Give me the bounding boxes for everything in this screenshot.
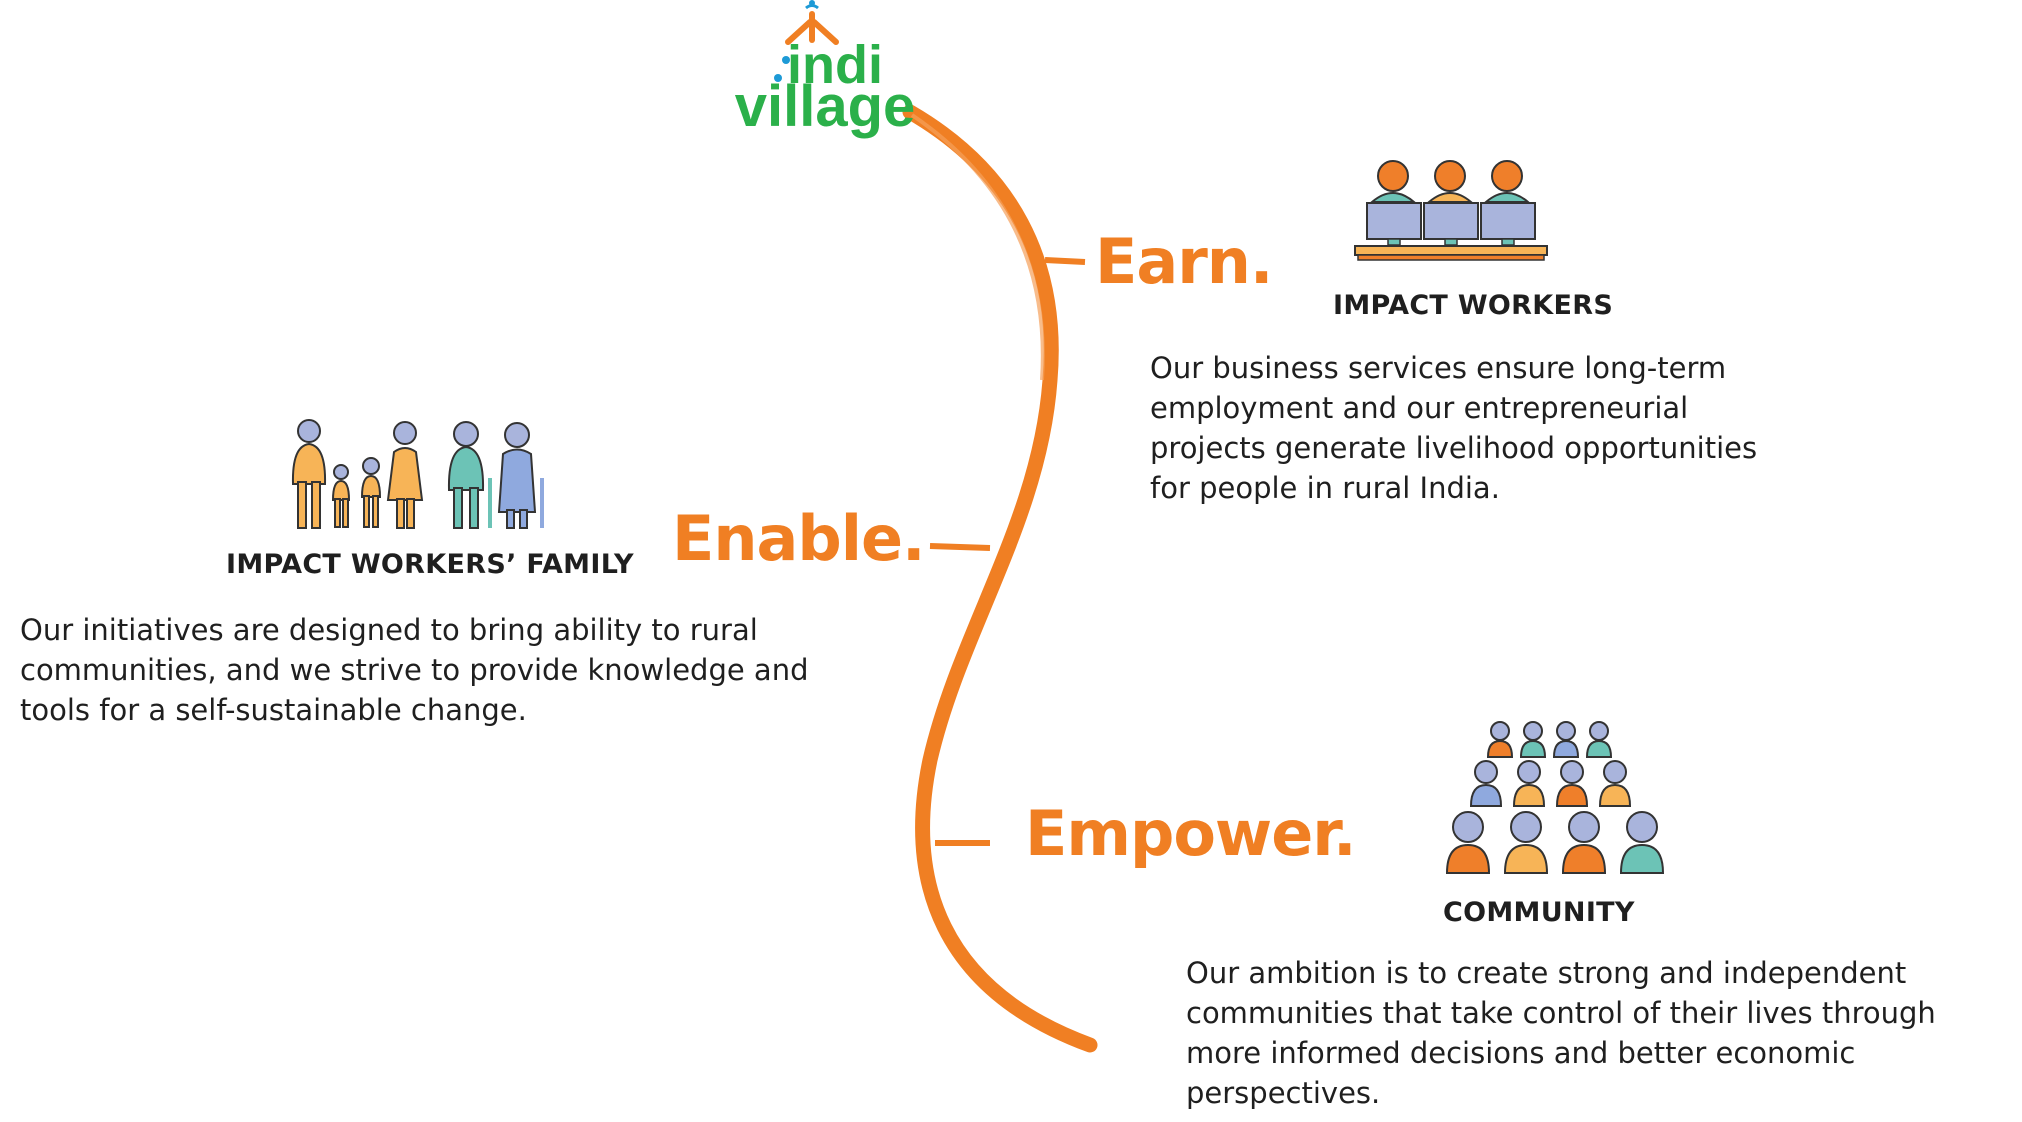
family-heading: IMPACT WORKERS’ FAMILY (226, 549, 634, 580)
stage-earn: Earn. (1095, 225, 1273, 298)
community-heading: COMMUNITY (1443, 897, 1635, 928)
stage-empower: Empower. (1025, 797, 1357, 870)
family-icon (291, 419, 544, 529)
stage-enable: Enable. (672, 502, 926, 575)
logo-sunburst-icon (774, 0, 839, 82)
family-description: Our initiatives are designed to bring ab… (20, 613, 809, 727)
impact-workers-description: Our business services ensure long-term e… (1150, 351, 1758, 505)
logo-indi-text: indi (787, 35, 883, 95)
enable-tick (929, 543, 991, 551)
impact-workers-heading: IMPACT WORKERS (1333, 290, 1614, 321)
community-description: Our ambition is to create strong and ind… (1186, 956, 1936, 1110)
logo-village-text: village (734, 74, 916, 139)
community-icon (1445, 721, 1665, 874)
journey-path (902, 104, 1098, 1053)
impact-workers-icon (1354, 160, 1548, 261)
earn-tick (1044, 257, 1086, 265)
